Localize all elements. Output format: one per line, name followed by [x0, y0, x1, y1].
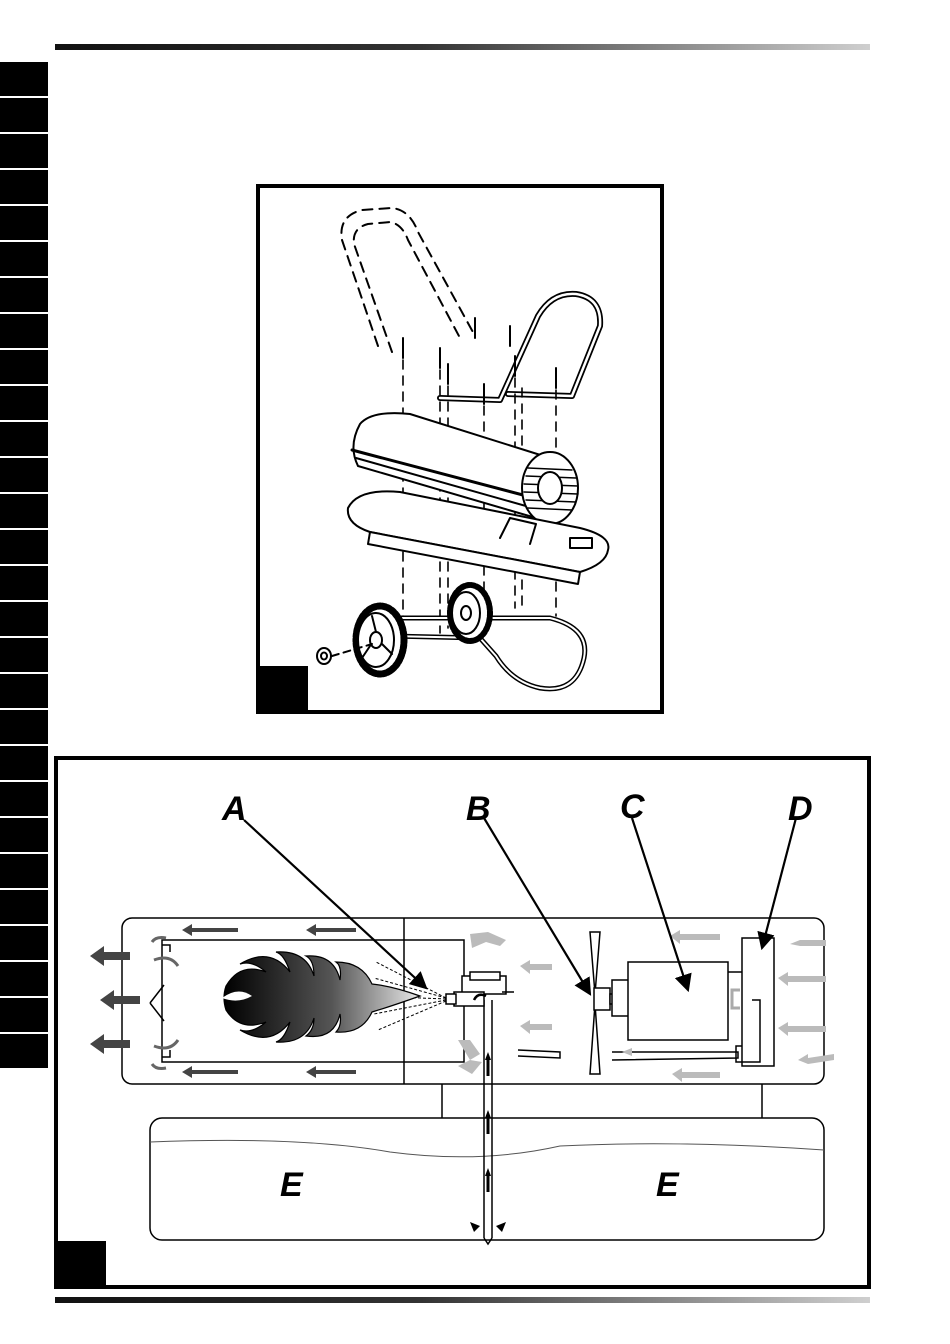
- side-tab: [0, 458, 48, 494]
- side-tab: [0, 674, 48, 710]
- figure-number-tab: [58, 1241, 106, 1285]
- handle-ghost-inner: [354, 222, 460, 352]
- side-tab: [0, 98, 48, 134]
- side-tab: [0, 206, 48, 242]
- control-box: [728, 938, 774, 1066]
- assembly-figure: [256, 184, 664, 714]
- nozzle-assembly: [446, 972, 514, 1006]
- side-tab: [0, 242, 48, 278]
- side-tab: [0, 962, 48, 998]
- side-tab: [0, 1034, 48, 1070]
- side-tab: [0, 278, 48, 314]
- handle-ghost-outline: [341, 208, 474, 346]
- label-a: A: [222, 792, 247, 826]
- fuel-level-line: [150, 1140, 824, 1156]
- side-tab: [0, 530, 48, 566]
- side-tab: [0, 566, 48, 602]
- assembly-drawing: [260, 188, 660, 710]
- operation-drawing: [58, 760, 867, 1285]
- label-e-right: E: [656, 1168, 679, 1202]
- side-tab: [0, 422, 48, 458]
- side-tab: [0, 782, 48, 818]
- wheel-front: [356, 606, 404, 674]
- wheel-rear: [450, 585, 490, 641]
- side-tab: [0, 710, 48, 746]
- side-tab: [0, 998, 48, 1034]
- flame: [224, 952, 420, 1042]
- side-tab: [0, 62, 48, 98]
- side-tab: [0, 170, 48, 206]
- side-tab: [0, 818, 48, 854]
- figure-number-tab: [260, 666, 308, 710]
- label-e-left: E: [280, 1168, 303, 1202]
- label-d: D: [788, 792, 813, 826]
- side-language-tabs: [0, 62, 48, 1070]
- side-tab: [0, 746, 48, 782]
- side-tab: [0, 638, 48, 674]
- top-rule: [55, 44, 870, 50]
- label-c: C: [620, 790, 645, 824]
- side-tab: [0, 494, 48, 530]
- side-tab: [0, 134, 48, 170]
- side-tab: [0, 314, 48, 350]
- bottom-rule: [55, 1297, 870, 1303]
- side-tab: [0, 602, 48, 638]
- side-tab: [0, 854, 48, 890]
- side-tab: [0, 890, 48, 926]
- curl-arrows: [152, 938, 178, 1069]
- operation-figure: A B C D E E: [54, 756, 871, 1289]
- fuel-flow-arrows: [470, 1052, 506, 1232]
- label-b: B: [466, 792, 491, 826]
- side-tab: [0, 350, 48, 386]
- side-tab: [0, 386, 48, 422]
- motor: [612, 962, 728, 1040]
- side-tab: [0, 926, 48, 962]
